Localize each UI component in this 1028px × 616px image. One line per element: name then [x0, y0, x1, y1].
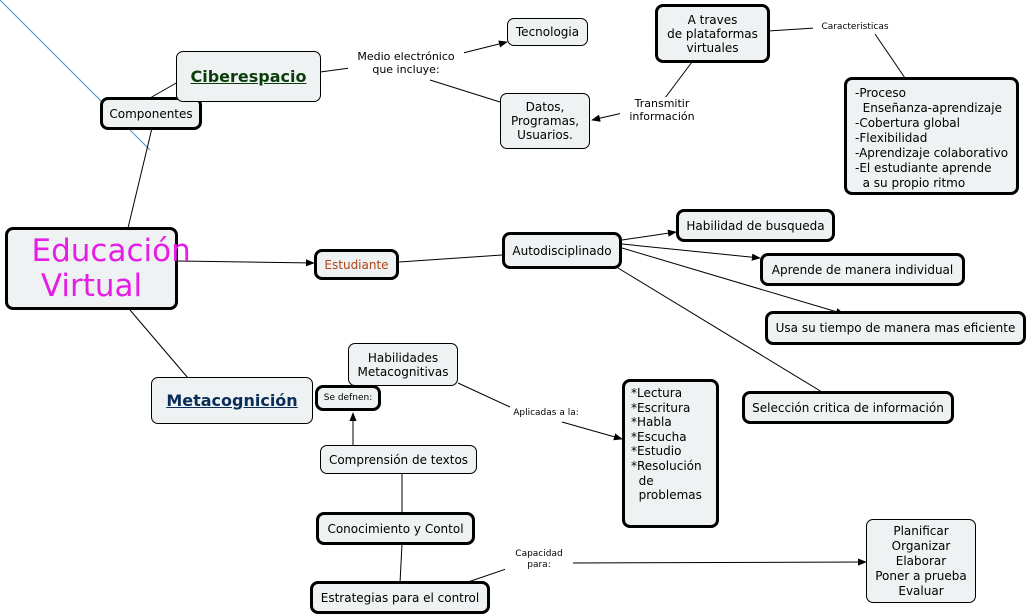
node-autodisciplinado[interactable]: Autodisciplinado — [502, 232, 622, 269]
estudiante-label: Estudiante — [324, 257, 389, 272]
conocimiento-label: Conocimiento y Contol — [327, 521, 464, 536]
node-a-traves[interactable]: A traves de plataformas virtuales — [655, 4, 770, 63]
label-aplicadas: Aplicadas a la: — [498, 408, 594, 419]
node-conocimiento-control[interactable]: Conocimiento y Contol — [316, 512, 475, 545]
link-atraves-transmitir — [664, 61, 693, 99]
node-habilidad-busqueda[interactable]: Habilidad de busqueda — [676, 209, 835, 242]
label-caracteristicas: Caracteristicas — [813, 22, 897, 33]
link-conocimiento-estrategias — [399, 543, 403, 584]
link-main-estudiante — [177, 259, 315, 267]
componentes-label: Componentes — [109, 106, 193, 121]
tecnologia-label: Tecnologia — [515, 25, 580, 39]
main-title: Educación Virtual — [31, 232, 191, 304]
node-educacion-virtual[interactable]: Educación Virtual — [5, 227, 191, 310]
caracteristicas-list-text: -Proceso Enseñanza-aprendizaje -Cobertur… — [855, 86, 1009, 190]
seleccion-critica-label: Selección critica de información — [752, 400, 944, 415]
node-datos[interactable]: Datos, Programas, Usuarios. — [500, 93, 590, 149]
node-estudiante[interactable]: Estudiante — [314, 249, 399, 280]
link-auto-seleccion — [617, 267, 823, 393]
habilidad-busqueda-label: Habilidad de busqueda — [686, 218, 825, 233]
aprende-individual-label: Aprende de manera individual — [771, 262, 954, 277]
datos-label: Datos, Programas, Usuarios. — [510, 100, 580, 142]
lectura-list-text: *Lectura *Escritura *Habla *Escucha *Est… — [631, 386, 702, 503]
link-aplicadas-lectura — [561, 421, 623, 441]
node-seleccion-critica[interactable]: Selección critica de información — [742, 391, 954, 424]
link-auto-tiempo — [621, 247, 845, 316]
node-comprension-textos[interactable]: Comprensión de textos — [320, 445, 477, 474]
node-planificar-list[interactable]: Planificar Organizar Elaborar Poner a pr… — [866, 519, 976, 603]
link-capacidad-planificar — [567, 558, 867, 566]
planificar-list-text: Planificar Organizar Elaborar Poner a pr… — [875, 523, 967, 598]
label-capacidad: Capacidad para: — [505, 549, 573, 571]
estrategias-label: Estrategias para el control — [320, 590, 480, 605]
link-auto-busqueda — [621, 229, 677, 241]
link-auto-individual — [621, 243, 761, 261]
usa-tiempo-label: Usa su tiempo de manera mas eficiente — [775, 321, 1016, 335]
node-se-definen[interactable]: Se defnen: — [315, 385, 381, 411]
link-estudiante-auto — [398, 254, 503, 263]
link-main-componentes — [127, 127, 153, 229]
se-definen-label: Se defnen: — [323, 393, 373, 403]
node-ciberespacio[interactable]: Ciberespacio — [176, 51, 321, 102]
label-medio-electronico: Medio electrónico que incluye: — [348, 50, 464, 76]
link-estrategias-capacidad — [464, 566, 513, 584]
link-ciber-medio — [319, 67, 351, 73]
node-habilidades-metacognitivas[interactable]: Habilidades Metacognitivas — [348, 343, 458, 386]
a-traves-label: A traves de plataformas virtuales — [667, 12, 758, 55]
node-estrategias-control[interactable]: Estrategias para el control — [310, 581, 490, 614]
link-caract-list — [874, 33, 906, 79]
label-transmitir-informacion: Transmitir información — [620, 97, 704, 123]
node-caracteristicas-list[interactable]: -Proceso Enseñanza-aprendizaje -Cobertur… — [844, 77, 1019, 195]
node-aprende-individual[interactable]: Aprende de manera individual — [760, 253, 965, 286]
autodisciplinado-label: Autodisciplinado — [512, 243, 612, 258]
node-componentes[interactable]: Componentes — [100, 97, 202, 130]
comprension-label: Comprensión de textos — [328, 452, 469, 467]
link-main-metacognicion — [129, 309, 189, 379]
link-habilidades-aplicadas — [457, 382, 511, 408]
node-lectura-list[interactable]: *Lectura *Escritura *Habla *Escucha *Est… — [622, 379, 719, 528]
node-metacognicion[interactable]: Metacognición — [151, 377, 313, 424]
link-atraves-caract — [767, 27, 816, 32]
link-medio-datos — [429, 79, 501, 103]
node-tecnologia[interactable]: Tecnologia — [507, 18, 588, 46]
metacognicion-label: Metacognición — [166, 390, 298, 410]
ciberespacio-label: Ciberespacio — [190, 66, 307, 86]
habilidades-label: Habilidades Metacognitivas — [357, 350, 449, 379]
node-usa-tiempo[interactable]: Usa su tiempo de manera mas eficiente — [765, 311, 1026, 345]
